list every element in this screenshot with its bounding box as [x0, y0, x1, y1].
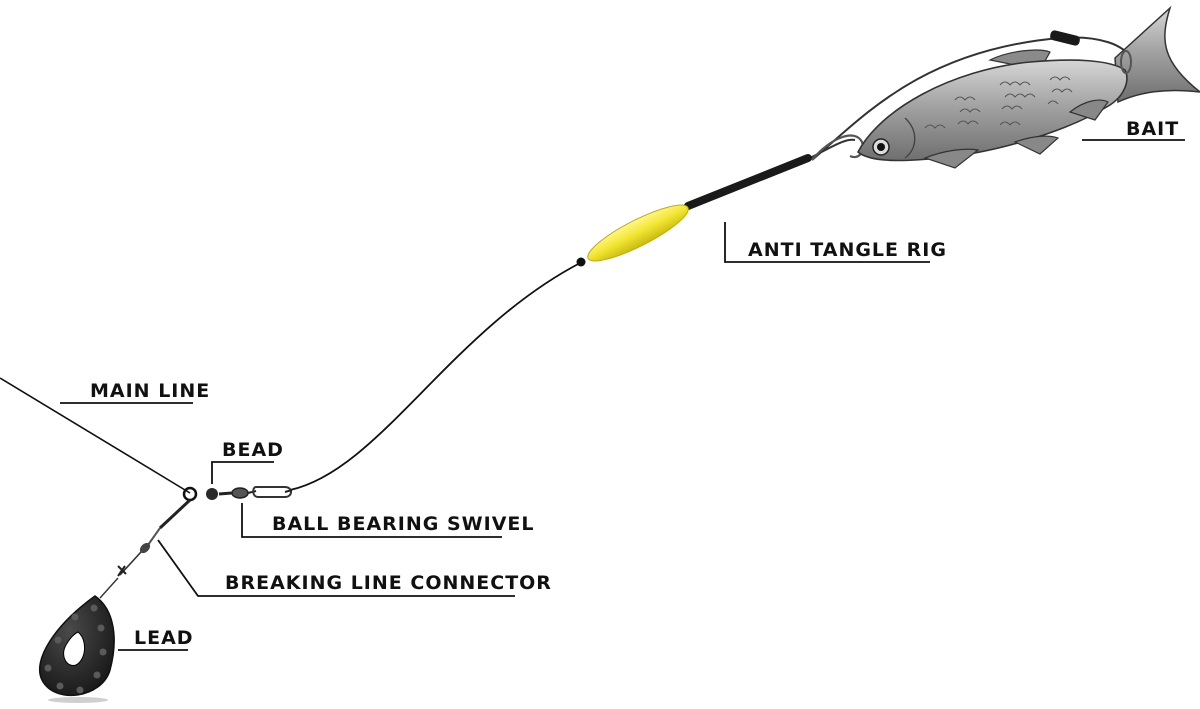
label-breaking-line-connector: BREAKING LINE CONNECTOR [225, 572, 552, 594]
ball-bearing-swivel [218, 486, 293, 499]
lead-weight [38, 595, 115, 703]
lead-dots [44, 604, 107, 694]
lead-hole [63, 631, 85, 666]
anti-tangle-tube [684, 154, 812, 210]
fish-pelvic-fin [923, 148, 980, 169]
callout-anti-tangle [724, 222, 930, 263]
label-ball-bearing-swivel: BALL BEARING SWIVEL [272, 513, 535, 535]
main-line [0, 377, 191, 494]
label-anti-tangle-rig: ANTI TANGLE RIG [748, 239, 947, 261]
bait-stop-ring [1120, 50, 1132, 74]
float [587, 204, 689, 262]
fish-gill [904, 117, 916, 159]
callout-breaking [157, 539, 515, 597]
bait-sleeve [1050, 30, 1080, 46]
hook [811, 134, 865, 161]
fish-anal-fin [1013, 135, 1060, 155]
fish-pupil [877, 143, 885, 151]
label-main-line: MAIN LINE [90, 380, 210, 402]
connector-ring [182, 486, 198, 502]
fish-rear-fin [1068, 99, 1109, 121]
label-bait: BAIT [1126, 118, 1179, 140]
bait-fish [856, 5, 1200, 169]
callout-bead [211, 461, 274, 484]
fish-tail [1114, 5, 1200, 104]
float-stop-bead [576, 257, 586, 267]
bead [206, 488, 218, 500]
lead-shadow [48, 697, 108, 703]
callouts [60, 139, 1185, 651]
breaking-line-connector [99, 498, 192, 599]
label-lead: LEAD [134, 627, 194, 649]
fish-scales [924, 76, 1073, 129]
callout-swivel [241, 503, 502, 538]
label-bead: BEAD [222, 439, 284, 461]
rig-line [289, 261, 583, 491]
